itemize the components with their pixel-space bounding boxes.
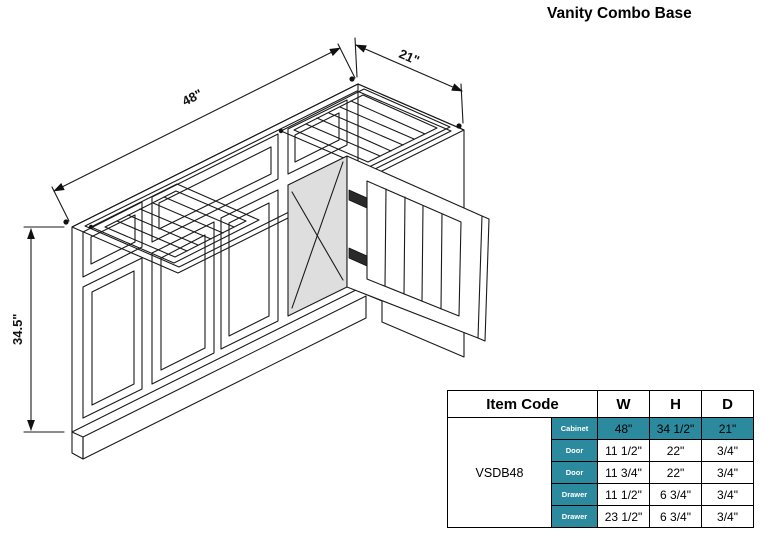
cabinet-h: 34 1/2" xyxy=(649,417,702,440)
item-code-value: VSDB48 xyxy=(447,417,552,528)
cabinet-w: 48" xyxy=(597,417,650,440)
spec-table: Item Code W H D VSDB48 Cabinet 48" 34 1/… xyxy=(447,390,754,528)
row-label: Door xyxy=(551,461,598,484)
left-door xyxy=(82,257,143,419)
dimension-height xyxy=(23,226,65,433)
dimension-depth xyxy=(354,37,464,124)
middle-left-door xyxy=(151,221,215,385)
drawer1-d: 3/4" xyxy=(701,483,754,506)
door1-d: 3/4" xyxy=(701,439,754,462)
drawer2-h: 6 3/4" xyxy=(649,505,702,528)
door1-h: 22" xyxy=(649,439,702,462)
door2-h: 22" xyxy=(649,461,702,484)
door2-w: 11 3/4" xyxy=(597,461,650,484)
table-row-door-2: Door 11 3/4" 22" 3/4" xyxy=(448,461,754,484)
toe-kick xyxy=(71,295,367,460)
open-door xyxy=(346,155,490,342)
header-h: H xyxy=(649,390,702,418)
door-opening xyxy=(287,155,348,317)
table-row-door-1: Door 11 1/2" 22" 3/4" xyxy=(448,439,754,462)
dimension-width xyxy=(51,43,356,222)
header-d: D xyxy=(701,390,754,418)
door1-w: 11 1/2" xyxy=(597,439,650,462)
drawer1-h: 6 3/4" xyxy=(649,483,702,506)
table-row-drawer-1: Drawer 11 1/2" 6 3/4" 3/4" xyxy=(448,483,754,506)
spec-table-header-row: Item Code W H D xyxy=(447,390,754,418)
row-label: Drawer xyxy=(551,483,598,506)
header-item-code: Item Code xyxy=(447,390,598,418)
row-label: Door xyxy=(551,439,598,462)
drawer2-d: 3/4" xyxy=(701,505,754,528)
dim-width-label: 48" xyxy=(180,86,205,109)
hinge-icon xyxy=(348,189,368,267)
row-label: Drawer xyxy=(551,505,598,528)
table-row-drawer-2: Drawer 23 1/2" 6 3/4" 3/4" xyxy=(448,505,754,528)
page-title: Vanity Combo Base xyxy=(547,5,692,22)
door2-d: 3/4" xyxy=(701,461,754,484)
drawer2-w: 23 1/2" xyxy=(597,505,650,528)
middle-right-door xyxy=(220,189,279,350)
left-drawer-front xyxy=(82,201,143,278)
dim-height-label: 34.5" xyxy=(10,314,25,345)
row-label: Cabinet xyxy=(551,417,598,440)
header-w: W xyxy=(597,390,650,418)
table-row-cabinet: VSDB48 Cabinet 48" 34 1/2" 21" xyxy=(447,417,754,528)
middle-drawer-front xyxy=(151,133,279,243)
drawer1-w: 11 1/2" xyxy=(597,483,650,506)
cabinet-d: 21" xyxy=(701,417,754,440)
